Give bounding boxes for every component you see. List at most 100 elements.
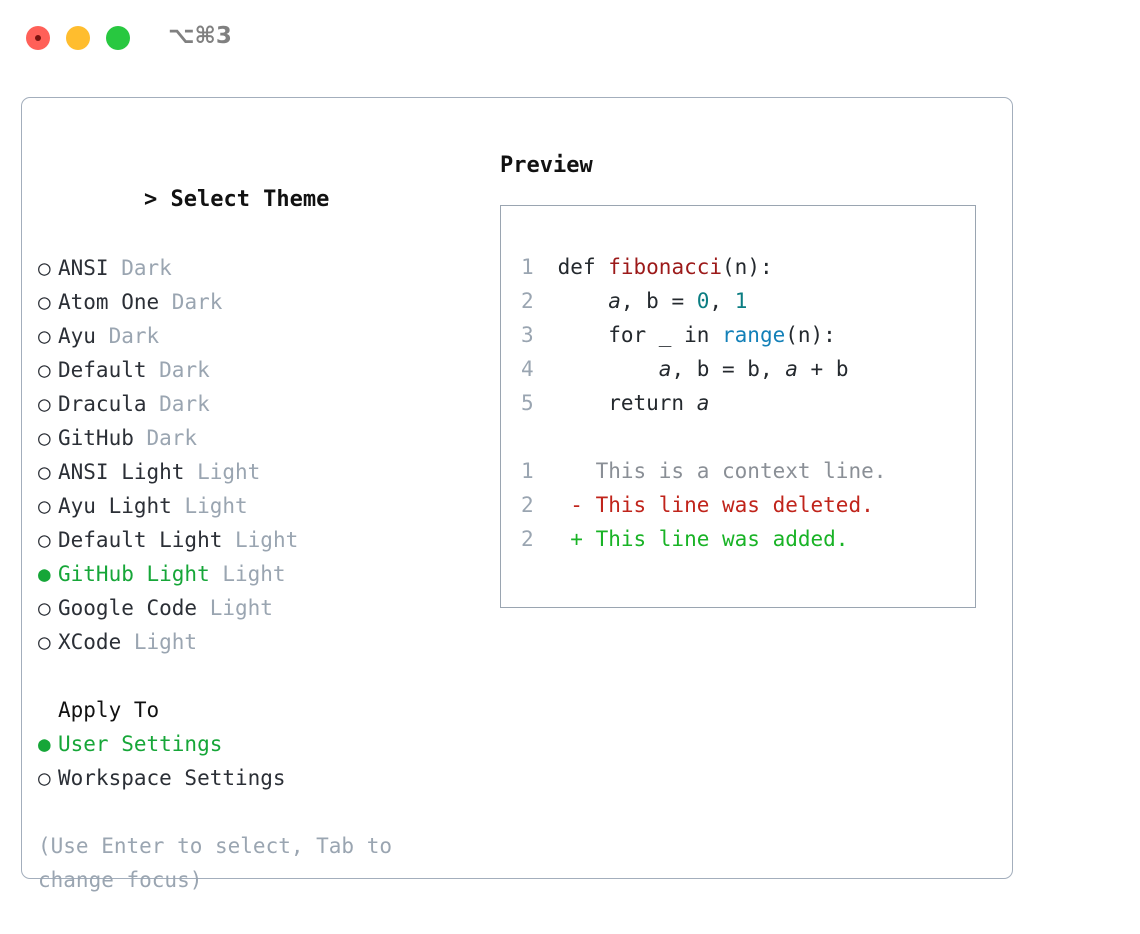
theme-option-default[interactable]: ○Default Dark [38,353,488,387]
keyboard-shortcut-label: ⌥⌘3 [168,23,232,49]
code-token-plain: + b [797,357,849,381]
diff-line-number: 2 [521,493,534,517]
preview-gap [521,420,975,454]
theme-option-variant: Light [222,528,299,552]
theme-option-github[interactable]: ○ GitHub Dark [38,421,488,455]
theme-option-label: Ayu Light [58,494,172,518]
code-indent [545,323,608,347]
radio-unselected-icon: ○ [38,392,51,416]
diff-line-number: 2 [521,527,534,551]
code-token-plain: , [709,289,735,313]
close-button[interactable] [26,26,50,50]
radio-selected-icon: ● [38,732,51,756]
theme-option-ansi-light[interactable]: ○ ANSI Light Light [38,455,488,489]
theme-option-variant: Light [171,494,248,518]
diff-line-deleted: 2 - This line was deleted. [521,488,975,522]
theme-option-github-light[interactable]: ●GitHub Light Light [38,557,488,591]
code-line: 4 a, b = b, a + b [521,352,975,386]
theme-option-google-code[interactable]: ○Google Code Light [38,591,488,625]
code-token-num: 0 [696,289,710,313]
code-token-plain: (n): [722,255,773,279]
theme-option-dracula[interactable]: ○ Dracula Dark [38,387,488,421]
apply-to-option-label: Workspace Settings [58,766,286,790]
theme-options-list: ○ANSI Dark○Atom One Dark○Ayu Dark○Defaul… [38,251,488,659]
theme-option-label: GitHub Light [58,562,210,586]
code-line-number: 5 [521,391,534,415]
code-indent [545,391,608,415]
code-line: 3 for _ in range(n): [521,318,975,352]
theme-option-label: Ayu [58,324,96,348]
radio-unselected-icon: ○ [38,358,51,382]
code-line-number: 4 [521,357,534,381]
theme-option-variant: Light [184,460,261,484]
radio-unselected-icon: ○ [38,766,51,790]
theme-option-xcode[interactable]: ○ XCode Light [38,625,488,659]
code-indent [545,357,659,381]
radio-unselected-icon: ○ [38,324,51,348]
code-line: 2 a, b = 0, 1 [521,284,975,318]
theme-option-variant: Dark [108,256,172,280]
diff-line-text: This is a context line. [595,459,887,483]
code-token-plain: def [557,255,609,279]
theme-option-variant: Light [121,630,198,654]
code-line-number: 2 [521,289,534,313]
preview-column: Preview 1 def fibonacci(n): 2 a, b = 0, 1… [500,149,1000,608]
radio-unselected-icon: ○ [38,426,51,450]
diff-line-context: 1 This is a context line. [521,454,975,488]
theme-option-ayu[interactable]: ○Ayu Dark [38,319,488,353]
code-token-var: a [696,391,710,415]
theme-option-label: Default [58,358,147,382]
radio-unselected-icon: ○ [38,460,51,484]
code-token-var: a [785,357,798,381]
theme-option-label: Default Light [58,528,223,552]
theme-option-label: GitHub [58,426,134,450]
code-token-var: a [608,289,621,313]
code-line-number: 3 [521,323,534,347]
maximize-button[interactable] [106,26,130,50]
code-token-call: range [722,323,786,347]
code-token-plain: for _ in [608,323,723,347]
radio-unselected-icon: ○ [38,630,51,654]
theme-option-variant: Light [197,596,273,620]
theme-option-ayu-light[interactable]: ○ Ayu Light Light [38,489,488,523]
list-spacer [38,659,488,693]
theme-option-label: Dracula [58,392,147,416]
theme-option-variant: Dark [159,290,223,314]
code-token-fn: fibonacci [608,255,723,279]
minimize-button[interactable] [66,26,90,50]
radio-unselected-icon: ○ [38,494,51,518]
radio-unselected-icon: ○ [38,290,51,314]
apply-to-option-workspace-settings[interactable]: ○ Workspace Settings [38,761,488,795]
theme-option-label: Google Code [58,596,198,620]
radio-unselected-icon: ○ [38,528,51,552]
theme-option-label: ANSI [58,256,109,280]
theme-list-column: > Select Theme ○ANSI Dark○Atom One Dark○… [38,149,488,897]
code-indent [545,289,608,313]
diff-marker: + [545,527,596,551]
preview-title: Preview [500,153,593,178]
theme-list-title-label: Select Theme [170,187,330,212]
code-token-var: a [658,357,672,381]
diff-marker: - [545,493,596,517]
theme-option-variant: Dark [146,392,210,416]
code-indent [545,255,558,279]
apply-to-option-label: User Settings [58,732,223,756]
diff-line-text: This line was deleted. [595,493,874,517]
theme-option-label: Atom One [58,290,160,314]
theme-option-label: ANSI Light [58,460,185,484]
apply-to-option-user-settings[interactable]: ● User Settings [38,727,488,761]
radio-selected-icon: ● [38,562,51,586]
theme-option-label: XCode [58,630,122,654]
diff-line-number: 1 [521,459,534,483]
theme-option-atom-one[interactable]: ○ Atom One Dark [38,285,488,319]
code-line: 5 return a [521,386,975,420]
diff-marker [545,459,596,483]
theme-option-variant: Dark [133,426,198,450]
theme-option-ansi[interactable]: ○ANSI Dark [38,251,488,285]
diff-line-text: This line was added. [595,527,849,551]
theme-list-title: > Select Theme [38,149,488,251]
theme-option-default-light[interactable]: ○ Default Light Light [38,523,488,557]
